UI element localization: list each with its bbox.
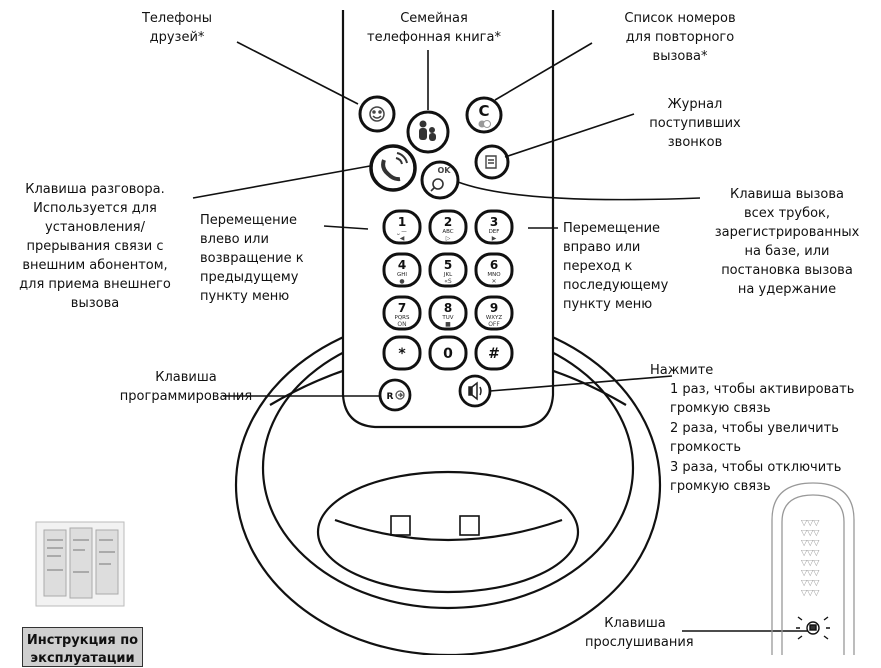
svg-text:▽▽▽: ▽▽▽ [801, 578, 820, 587]
key-digit: 2 [444, 215, 452, 229]
key-digit: 0 [443, 346, 453, 362]
phonebook-key[interactable] [406, 110, 450, 154]
voicemail-button-icon [796, 616, 830, 640]
keypad-key-1[interactable]: 1⎵ —◀ [382, 209, 422, 245]
talk-label: Клавиша разговора. Используется для уста… [19, 182, 171, 311]
key-letters: JKL [443, 272, 453, 278]
program-key[interactable]: R [378, 378, 412, 412]
key-digit: * [398, 346, 406, 362]
family-icon [419, 120, 436, 141]
key-digit: 4 [398, 258, 406, 272]
key-letters: WXYZ [486, 315, 503, 321]
voicemail-label: Клавиша прослушивания [585, 616, 694, 650]
press-label: Нажмите [650, 363, 714, 378]
program-letter: R [387, 392, 394, 402]
key-symbol: ON [397, 321, 406, 328]
keypad-key-star[interactable]: * [382, 335, 422, 371]
speaker-thrice-label: 3 раза, чтобы отключить громкую связь [670, 460, 842, 494]
key-digit: # [488, 346, 500, 362]
svg-text:▽▽▽: ▽▽▽ [801, 568, 820, 577]
speaker-grille-icon: ▽▽▽▽▽▽▽▽▽ ▽▽▽▽▽▽▽▽▽ ▽▽▽▽▽▽ [801, 518, 820, 597]
key-digit: 7 [398, 301, 406, 315]
speaker-twice-label: 2 раза, чтобы увеличить громкость [670, 421, 839, 455]
intercom-key[interactable]: OK [420, 160, 460, 200]
key-letters: ⎵ — [397, 229, 407, 235]
talk-key[interactable] [369, 144, 417, 192]
program-label: Клавиша программирования [119, 370, 253, 404]
key-symbol: ◀ [400, 235, 405, 242]
intercom-label: Клавиша вызова всех трубок, зарегистриро… [714, 187, 860, 297]
redial-label: Список номеров для повторного вызова* [624, 11, 736, 64]
speaker-once-label: 1 раз, чтобы активировать громкую связь [670, 382, 855, 416]
phonebook-label: Семейная телефонная книга* [367, 11, 501, 45]
svg-text:▽▽▽: ▽▽▽ [801, 558, 820, 567]
redial-icon [478, 120, 491, 128]
key-digit: 3 [490, 215, 498, 229]
calllog-key[interactable] [474, 144, 510, 180]
key-letters: DEF [489, 229, 500, 235]
redial-letter: C [478, 102, 489, 120]
friends-key[interactable] [358, 95, 396, 133]
key-symbol: ▷ [446, 235, 451, 242]
key-digit: 6 [490, 258, 498, 272]
redial-key[interactable]: C [465, 96, 503, 134]
call-log-icon [485, 155, 497, 169]
key-symbol: OFF [488, 321, 500, 328]
small-handset: ▽▽▽▽▽▽▽▽▽ ▽▽▽▽▽▽▽▽▽ ▽▽▽▽▽▽ [771, 482, 855, 655]
key-digit: 5 [444, 258, 452, 272]
handset-icon [381, 152, 408, 182]
key-symbol: ■ [445, 321, 451, 328]
calllog-label: Журнал поступивших звонков [649, 97, 741, 150]
smiley-icon [369, 106, 385, 122]
svg-text:▽▽▽: ▽▽▽ [801, 538, 820, 547]
key-digit: 1 [398, 215, 406, 229]
left-nav-label: Перемещение влево или возвращение к пред… [200, 213, 304, 304]
keypad: 1⎵ —◀2ABC▷3DEF▶4GHI●5JKL«S6MNO✕7PQRSON8T… [382, 209, 514, 371]
speaker-key[interactable] [458, 374, 492, 408]
ok-label: OK [438, 166, 452, 175]
key-symbol: «S [444, 278, 452, 285]
svg-text:▽▽▽: ▽▽▽ [801, 548, 820, 557]
key-symbol: ✕ [491, 278, 496, 285]
svg-text:▽▽▽: ▽▽▽ [801, 588, 820, 597]
keypad-key-hash[interactable]: # [474, 335, 514, 371]
key-letters: PQRS [395, 315, 410, 321]
key-letters: ABC [442, 229, 453, 235]
manual-box: Инструкция по эксплуатации [22, 627, 143, 667]
key-letters: MNO [487, 272, 501, 278]
svg-text:▽▽▽: ▽▽▽ [801, 528, 820, 537]
key-digit: 9 [490, 301, 498, 315]
friends-label: Телефоны друзей* [141, 11, 213, 45]
program-key-icon [395, 390, 405, 400]
key-digit: 8 [444, 301, 452, 315]
intercom-icon [430, 178, 444, 192]
key-letters: GHI [397, 272, 407, 278]
right-nav-label: Перемещение вправо или переход к последу… [563, 221, 669, 312]
key-letters: TUV [441, 315, 453, 321]
speaker-icon [468, 381, 482, 401]
manual-thumbnail [35, 521, 125, 607]
keypad-key-0[interactable]: 0 [428, 335, 468, 371]
key-symbol: ● [399, 278, 404, 285]
leader-lines [192, 41, 812, 632]
key-symbol: ▶ [492, 235, 497, 242]
svg-text:▽▽▽: ▽▽▽ [801, 518, 820, 527]
